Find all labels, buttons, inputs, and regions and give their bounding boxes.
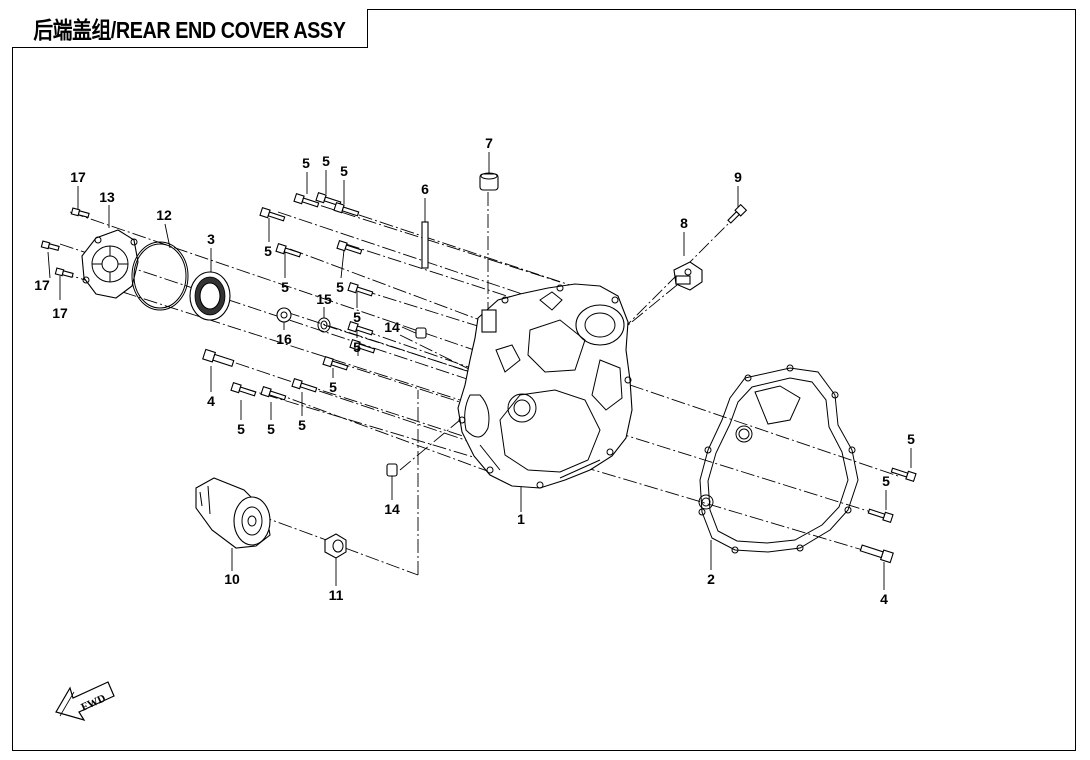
sensor-part — [673, 261, 703, 291]
dowel-pin-parts — [386, 327, 427, 477]
callout-5: 5 — [281, 279, 289, 295]
callout-13: 13 — [99, 189, 115, 205]
callout-5: 5 — [264, 243, 272, 259]
callout-8: 8 — [680, 215, 688, 231]
drawing-frame — [12, 9, 1076, 751]
callout-17: 17 — [52, 305, 68, 321]
o-ring-part — [131, 241, 189, 311]
callout-9: 9 — [734, 169, 742, 185]
diagram-title: 后端盖组/REAR END COVER ASSY — [33, 17, 346, 43]
sleeve-part — [479, 172, 499, 191]
callout-11: 11 — [329, 587, 344, 603]
callout-1: 1 — [517, 511, 525, 527]
cover-plate-part — [81, 229, 139, 299]
rear-end-cover-part — [457, 283, 633, 489]
oil-seal-part — [189, 271, 231, 321]
callout-5-right: 5 — [907, 431, 915, 447]
callout-4-left: 4 — [207, 393, 215, 409]
leader-lines — [47, 152, 912, 590]
callout-5: 5 — [340, 163, 348, 179]
callout-6: 6 — [421, 181, 429, 197]
bolt-parts — [40, 191, 917, 564]
callout-5: 5 — [353, 339, 361, 355]
callout-10: 10 — [224, 571, 240, 587]
callout-5: 5 — [336, 279, 344, 295]
callout-17: 17 — [70, 169, 86, 185]
title-block: 后端盖组/REAR END COVER ASSY — [12, 9, 368, 48]
pin-part — [421, 221, 429, 269]
callout-4-right: 4 — [880, 591, 888, 607]
callout-17: 17 — [34, 277, 50, 293]
callout-3: 3 — [207, 231, 215, 247]
callout-7: 7 — [485, 135, 493, 151]
callout-5: 5 — [237, 421, 245, 437]
callout-5-right: 5 — [882, 473, 890, 489]
oil-filter-part — [195, 477, 271, 549]
callout-5: 5 — [298, 417, 306, 433]
callout-5: 5 — [329, 379, 337, 395]
callout-14-bottom: 14 — [384, 501, 400, 517]
callout-16: 16 — [276, 331, 292, 347]
callout-5: 5 — [322, 153, 330, 169]
callout-5: 5 — [353, 309, 361, 325]
callout-15: 15 — [316, 291, 332, 307]
washer-and-plug-parts — [276, 307, 331, 333]
callout-2: 2 — [707, 571, 715, 587]
callout-12: 12 — [156, 207, 172, 223]
fwd-arrow-icon: FWD — [55, 681, 115, 722]
part-callouts: 1 2 3 4 4 5 5 5 5 5 5 5 5 5 5 5 5 5 5 6 … — [34, 135, 915, 607]
callout-14-top: 14 — [384, 319, 400, 335]
union-bolt-part — [324, 533, 347, 559]
callout-5: 5 — [302, 155, 310, 171]
gasket-part — [698, 364, 859, 554]
callout-5: 5 — [267, 421, 275, 437]
